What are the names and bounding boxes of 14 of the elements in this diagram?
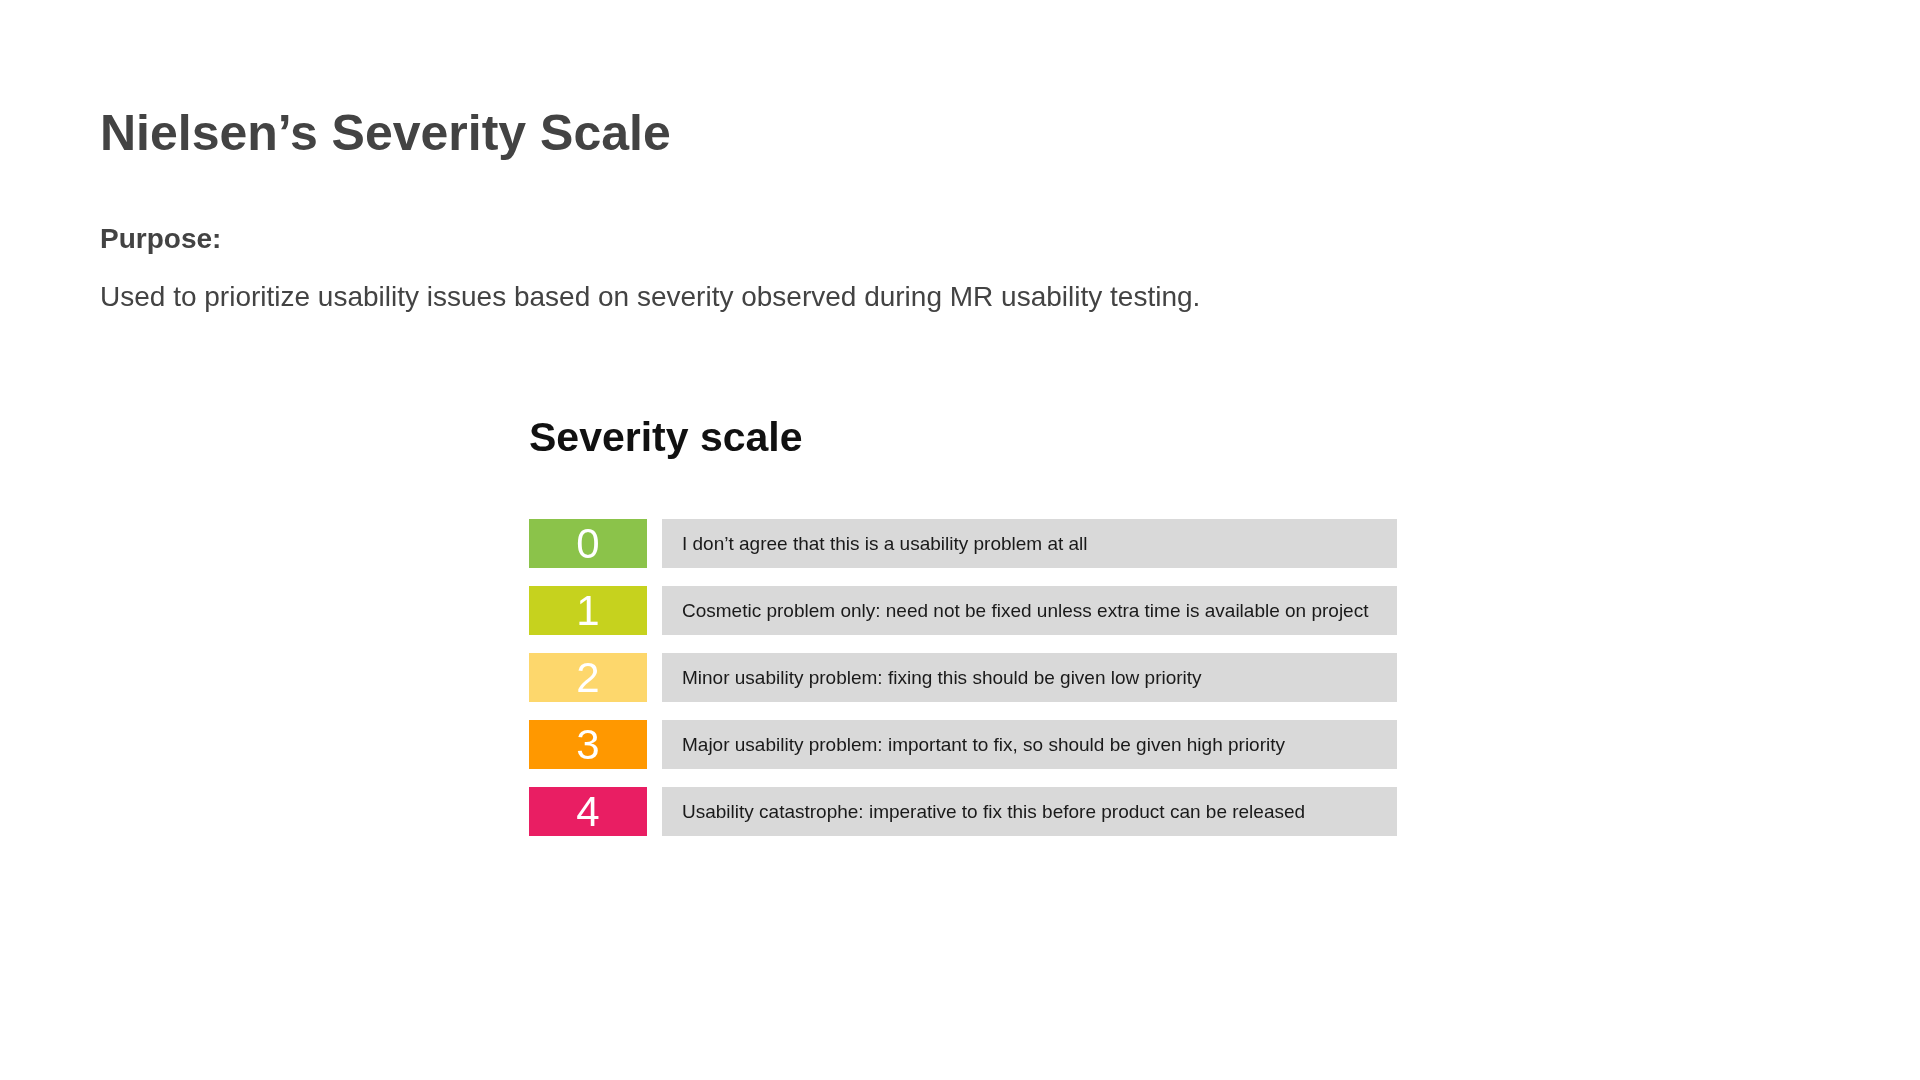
purpose-text: Used to prioritize usability issues based on severity observed during MR usability testing. [100,283,1201,311]
purpose-heading: Purpose: [100,225,222,253]
severity-description: Usability catastrophe: imperative to fix this before product can be released [662,787,1397,836]
page-title: Nielsen’s Severity Scale [100,108,671,158]
severity-rating: 2 [529,653,647,702]
severity-description: Major usability problem: important to fix, so should be given high priority [662,720,1397,769]
severity-description: I don’t agree that this is a usability problem at all [662,519,1397,568]
severity-rating: 3 [529,720,647,769]
severity-description: Minor usability problem: fixing this should be given low priority [662,653,1397,702]
severity-description: Cosmetic problem only: need not be fixed unless extra time is available on project [662,586,1397,635]
severity-rating: 1 [529,586,647,635]
severity-rating: 0 [529,519,647,568]
severity-rating: 4 [529,787,647,836]
section-heading: Severity scale [529,417,803,458]
